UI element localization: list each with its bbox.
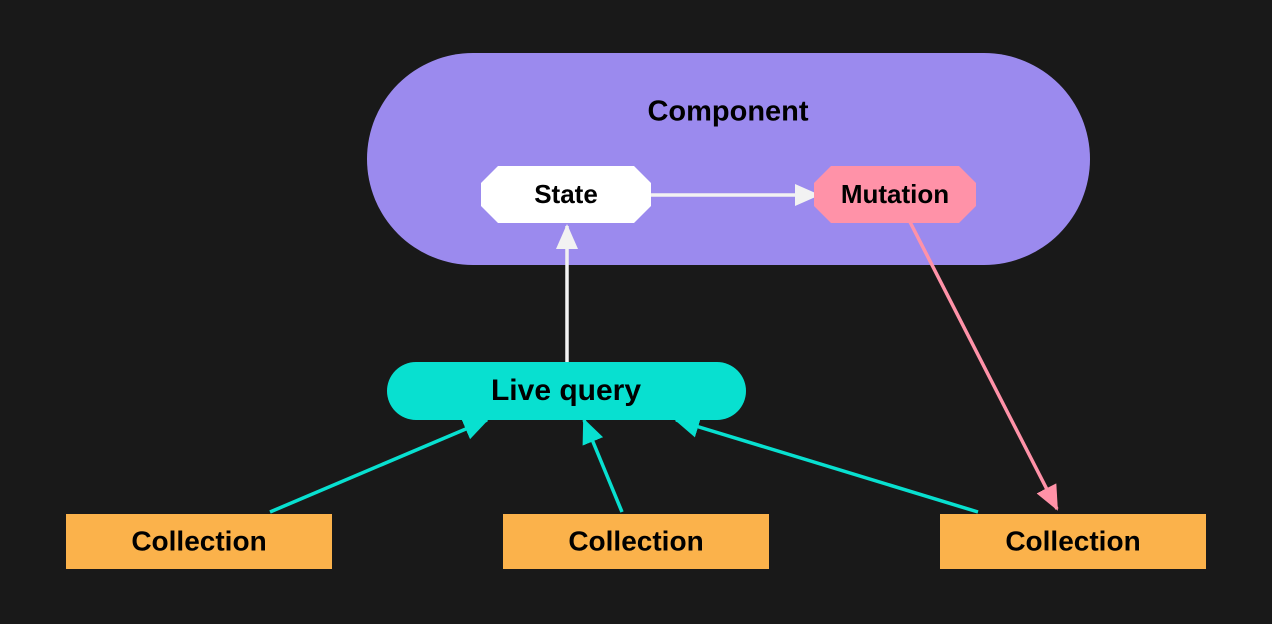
livequery-label: Live query bbox=[491, 374, 641, 407]
collection1-shape bbox=[66, 514, 332, 569]
edge-collection2-to-livequery bbox=[582, 418, 624, 513]
collection2-label: Collection bbox=[568, 525, 703, 556]
collection3-label: Collection bbox=[1005, 525, 1140, 556]
collection1-label: Collection bbox=[131, 525, 266, 556]
node-state[interactable]: State bbox=[481, 166, 651, 223]
edge-mutation-to-collection3 bbox=[908, 221, 1059, 511]
component-shape bbox=[367, 53, 1090, 265]
collection2-shape bbox=[503, 514, 769, 569]
component-label: Component bbox=[647, 96, 808, 128]
mutation-label: Mutation bbox=[841, 179, 949, 209]
node-collection-3[interactable]: Collection bbox=[940, 514, 1206, 569]
collection3-shape bbox=[940, 514, 1206, 569]
livequery-shape bbox=[387, 362, 746, 420]
node-collection-1[interactable]: Collection bbox=[66, 514, 332, 569]
mutation-shape bbox=[814, 166, 976, 223]
state-shape bbox=[481, 166, 651, 223]
node-component[interactable]: Component bbox=[367, 53, 1090, 265]
node-collection-2[interactable]: Collection bbox=[503, 514, 769, 569]
node-livequery[interactable]: Live query bbox=[387, 362, 746, 420]
edge-collection3-to-livequery bbox=[674, 416, 979, 514]
edge-collection1-to-livequery bbox=[269, 418, 489, 514]
state-label: State bbox=[534, 179, 598, 209]
node-mutation[interactable]: Mutation bbox=[814, 166, 976, 223]
